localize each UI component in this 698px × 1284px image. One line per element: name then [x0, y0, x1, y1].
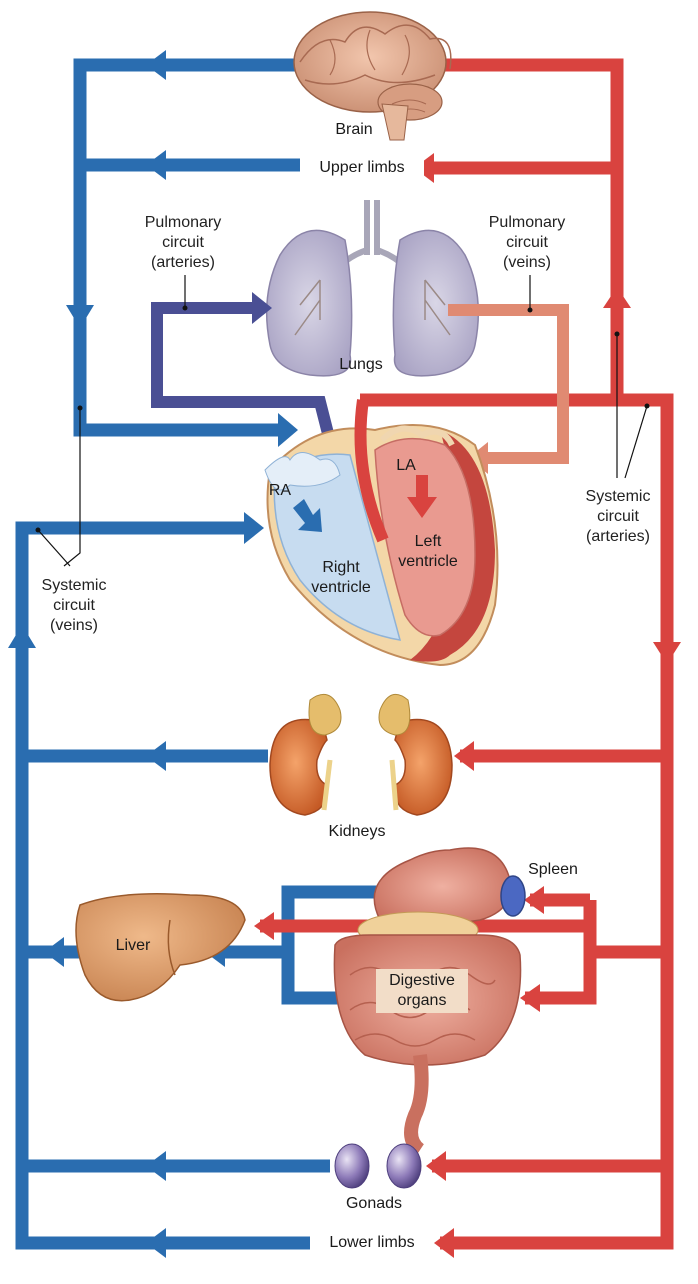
- la-label: LA: [396, 457, 416, 474]
- arrow-into-lungs: [252, 292, 272, 324]
- kidneys-illustration: [269, 693, 453, 816]
- spleen-label: Spleen: [528, 861, 578, 878]
- systemic-arteries-label: Systemic circuit (arteries): [585, 488, 651, 545]
- ra-label: RA: [268, 482, 292, 499]
- brain-illustration: [293, 11, 452, 141]
- arrow-descending-vein: [66, 305, 94, 328]
- arrow-digestive-artery: [520, 984, 540, 1012]
- arrow-kidney-artery: [454, 741, 474, 771]
- liver-illustration: [75, 893, 246, 1002]
- spleen-shape: [500, 875, 526, 917]
- pulmonary-arteries-label: Pulmonary circuit (arteries): [144, 214, 222, 271]
- leader-dots: [35, 305, 650, 533]
- right-ventricle-label: Right ventricle: [311, 559, 371, 596]
- arrow-into-ra: [278, 413, 298, 447]
- arrow-ascending-artery: [603, 287, 631, 308]
- gonads-label: Gonads: [345, 1195, 403, 1212]
- arrow-kidney-vein: [146, 741, 166, 771]
- pulmonary-veins-label: Pulmonary circuit (veins): [488, 214, 566, 271]
- upper-limbs-label: Upper limbs: [300, 158, 424, 178]
- arrow-gonad-artery: [426, 1151, 446, 1181]
- arrow-lowerlimb-artery: [434, 1228, 454, 1258]
- lower-limbs-label: Lower limbs: [314, 1233, 430, 1253]
- arrow-ascending-vein: [8, 625, 36, 648]
- arrow-spleen-artery: [524, 886, 544, 914]
- heart-illustration: [264, 399, 499, 667]
- lungs-label: Lungs: [339, 356, 383, 373]
- arrow-liver-vein: [44, 937, 64, 967]
- arrow-upperlimb-vein: [146, 150, 166, 180]
- arrow-liver-artery: [254, 912, 274, 940]
- arrow-gonad-vein: [146, 1151, 166, 1181]
- systemic-arteries-pathway: [260, 58, 674, 1250]
- gonads-illustration: [334, 1143, 422, 1189]
- arrow-ra-to-rv: [293, 499, 322, 532]
- brain-label: Brain: [335, 121, 373, 138]
- arrow-la-to-lv: [407, 475, 437, 518]
- digestive-organs-label: Digestive organs: [376, 969, 468, 1013]
- arrow-upperlimb-artery: [414, 153, 434, 183]
- arrow-lowerlimb-vein: [146, 1228, 166, 1258]
- arrow-ivc-into-ra: [244, 512, 264, 544]
- kidneys-label: Kidneys: [328, 823, 386, 840]
- systemic-veins-label: Systemic circuit (veins): [41, 577, 107, 634]
- left-ventricle-label: Left ventricle: [398, 533, 458, 570]
- arrow-brain-vein: [146, 50, 166, 80]
- lungs-illustration: [265, 200, 480, 377]
- pulmonary-vein-pathway: [448, 304, 569, 464]
- heart-flow-arrows: [293, 475, 437, 532]
- liver-label: Liver: [115, 937, 151, 954]
- arrow-descending-artery: [653, 642, 681, 664]
- leader-lines: [37, 275, 648, 567]
